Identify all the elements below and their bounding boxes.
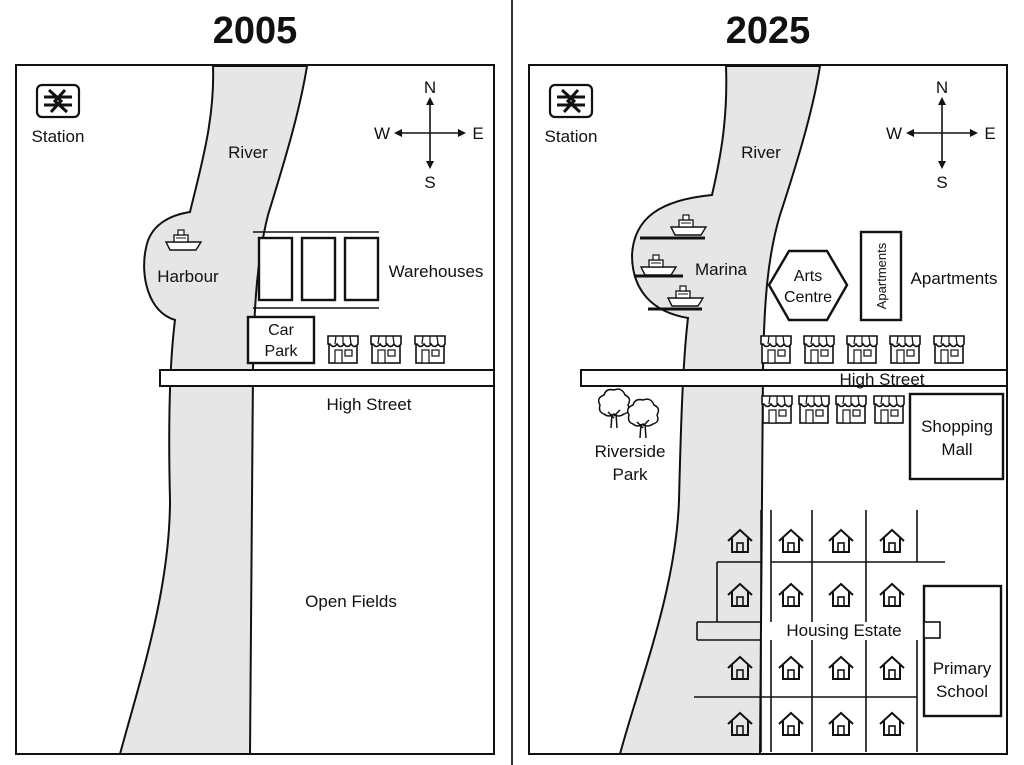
primary-school-label-line1: Primary bbox=[933, 659, 992, 678]
shop-icon bbox=[933, 335, 965, 364]
station-label-2025: Station bbox=[545, 127, 598, 146]
shop-icon bbox=[370, 335, 402, 364]
shop-icon bbox=[873, 395, 905, 424]
shopping-mall-label-line2: Mall bbox=[941, 440, 972, 459]
compass-n: N bbox=[424, 78, 436, 97]
compass-e: E bbox=[472, 124, 483, 143]
compass-e: E bbox=[984, 124, 995, 143]
compass-n: N bbox=[936, 78, 948, 97]
high-street-label-2005: High Street bbox=[326, 395, 411, 414]
shop-icon bbox=[889, 335, 921, 364]
river-label-2005: River bbox=[228, 143, 268, 162]
arts-centre bbox=[767, 249, 849, 322]
shop-icon bbox=[798, 395, 830, 424]
shop-icon bbox=[846, 335, 878, 364]
apartments-building bbox=[859, 230, 903, 322]
shop-icon bbox=[761, 395, 793, 424]
shop-icon bbox=[327, 335, 359, 364]
title-2025: 2025 bbox=[725, 10, 811, 52]
car-park-label-line2: Park bbox=[265, 343, 299, 360]
compass-2025: N S E W bbox=[886, 78, 996, 192]
shop-icon bbox=[414, 335, 446, 364]
shopping-mall-label-line1: Shopping bbox=[921, 417, 993, 436]
station-icon bbox=[548, 83, 594, 119]
high-street-2005 bbox=[159, 369, 495, 387]
primary-school-entrance bbox=[923, 621, 941, 639]
primary-school-label-line2: School bbox=[936, 682, 988, 701]
car-park bbox=[246, 315, 316, 365]
compass-w: W bbox=[374, 124, 390, 143]
apartments-label: Apartments bbox=[911, 269, 998, 288]
riverside-park-label-line2: Park bbox=[613, 465, 648, 484]
high-street-2025 bbox=[580, 369, 1008, 387]
panel-divider bbox=[511, 0, 513, 765]
warehouses-label: Warehouses bbox=[389, 262, 484, 281]
station-label-2005: Station bbox=[32, 127, 85, 146]
harbour-label: Harbour bbox=[157, 267, 219, 286]
warehouses bbox=[253, 231, 380, 309]
primary-school bbox=[922, 584, 1003, 718]
compass-s: S bbox=[424, 173, 435, 192]
riverside-park-label-line1: Riverside bbox=[595, 442, 666, 461]
marina-label: Marina bbox=[695, 260, 748, 279]
title-2005: 2005 bbox=[212, 10, 298, 52]
housing-estate-roads bbox=[694, 510, 945, 752]
map-2025: Marina Station N S E W River Arts Centre… bbox=[528, 64, 1008, 755]
river-label-2025: River bbox=[741, 143, 781, 162]
shopping-mall bbox=[908, 392, 1005, 481]
open-fields-label: Open Fields bbox=[305, 592, 397, 611]
arts-centre-label-line2: Centre bbox=[784, 289, 832, 306]
shop-icon bbox=[760, 335, 792, 364]
arts-centre-label-line1: Arts bbox=[794, 268, 822, 285]
marina-jetties bbox=[634, 236, 705, 311]
compass-s: S bbox=[936, 173, 947, 192]
high-street-label-2025: High Street bbox=[839, 370, 924, 389]
car-park-label-line1: Car bbox=[268, 322, 294, 339]
housing-estate-label: Housing Estate bbox=[786, 621, 901, 640]
apartments-vertical-label: Apartments bbox=[874, 242, 889, 309]
compass-w: W bbox=[886, 124, 902, 143]
map-2005: Station N S E W River Harbour Warehouses… bbox=[15, 64, 495, 755]
compass-2005: N S E W bbox=[374, 78, 484, 192]
shop-icon bbox=[803, 335, 835, 364]
shop-icon bbox=[835, 395, 867, 424]
station-icon bbox=[35, 83, 81, 119]
